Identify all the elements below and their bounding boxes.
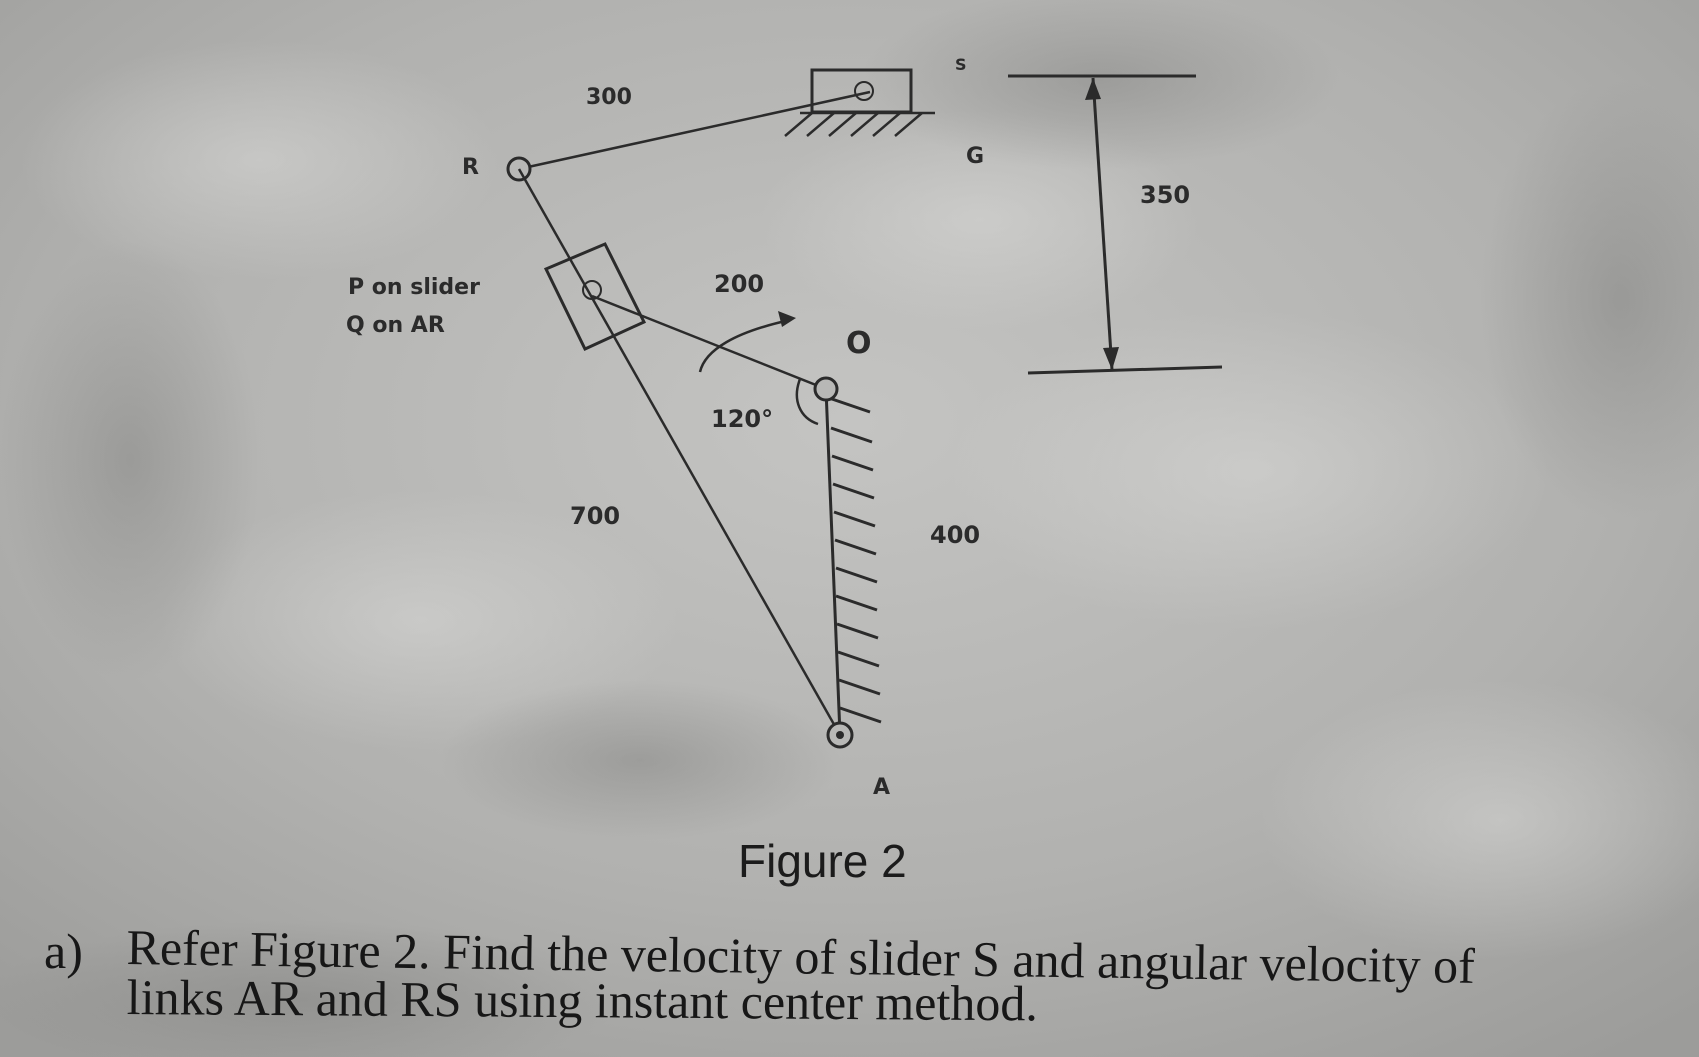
label-crank-length: 200 — [714, 270, 764, 298]
offset-dimension — [1008, 74, 1223, 375]
label-point-a: A — [873, 775, 890, 800]
angle-arc — [795, 378, 819, 426]
label-point-r: R — [462, 155, 479, 180]
label-link-ar: 700 — [570, 502, 620, 530]
crank-link — [591, 294, 827, 391]
label-point-o: O — [846, 326, 872, 361]
slider-p-block — [543, 242, 647, 351]
label-wall-length: 400 — [930, 521, 980, 549]
ground-wall-hatch — [828, 396, 882, 724]
label-point-g: G — [966, 144, 984, 169]
figure-caption: Figure 2 — [738, 835, 907, 887]
ground-wall — [824, 388, 842, 736]
question-line-2: links AR and RS using instant center met… — [126, 969, 1039, 1032]
label-crank-angle: 120° — [711, 405, 773, 433]
rotation-arrow — [698, 311, 796, 373]
question-marker: a) — [44, 923, 83, 979]
label-offset-height: 350 — [1140, 181, 1190, 209]
label-link-rs: 300 — [586, 85, 632, 110]
label-slider-note-q: Q on AR — [346, 313, 445, 338]
link-ar — [517, 168, 842, 736]
pin-o2 — [813, 376, 839, 402]
label-slider-note-p: P on slider — [348, 275, 480, 300]
slider-ground-hatch — [784, 111, 935, 137]
pin-a-center — [836, 731, 844, 739]
label-point-s: S — [955, 55, 967, 74]
